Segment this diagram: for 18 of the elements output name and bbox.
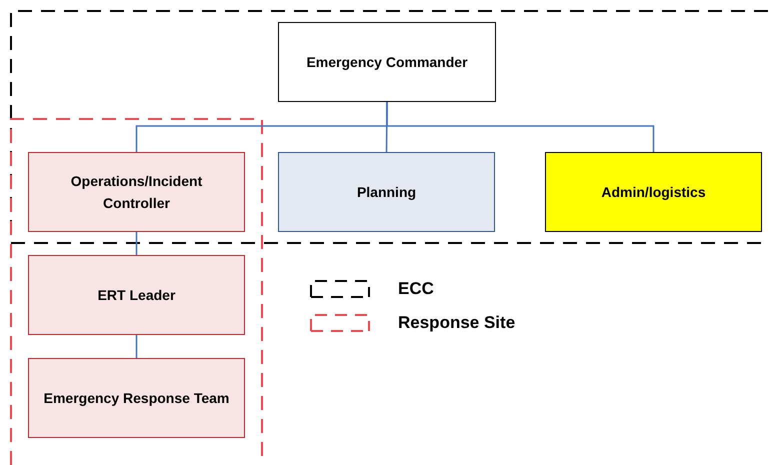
org-box — [278, 22, 496, 102]
box-label: Admin/logistics — [601, 183, 706, 202]
org-box — [278, 152, 495, 232]
box-label: ERT Leader — [98, 286, 176, 305]
legend-label: Response Site — [398, 312, 516, 334]
connector-line — [386, 102, 654, 152]
connector-line — [136, 335, 138, 358]
legend-label: ECC — [398, 278, 434, 300]
org-box — [28, 152, 245, 232]
connector-line — [136, 232, 138, 255]
org-box — [28, 358, 245, 438]
box-label: Emergency Commander — [306, 53, 468, 72]
box-label: Operations/Incident Controller — [70, 172, 204, 213]
org-box — [28, 255, 245, 335]
box-label: Emergency Response Team — [44, 389, 230, 408]
org-box — [545, 152, 762, 232]
box-label: Planning — [356, 183, 416, 202]
connector-line — [386, 102, 388, 152]
